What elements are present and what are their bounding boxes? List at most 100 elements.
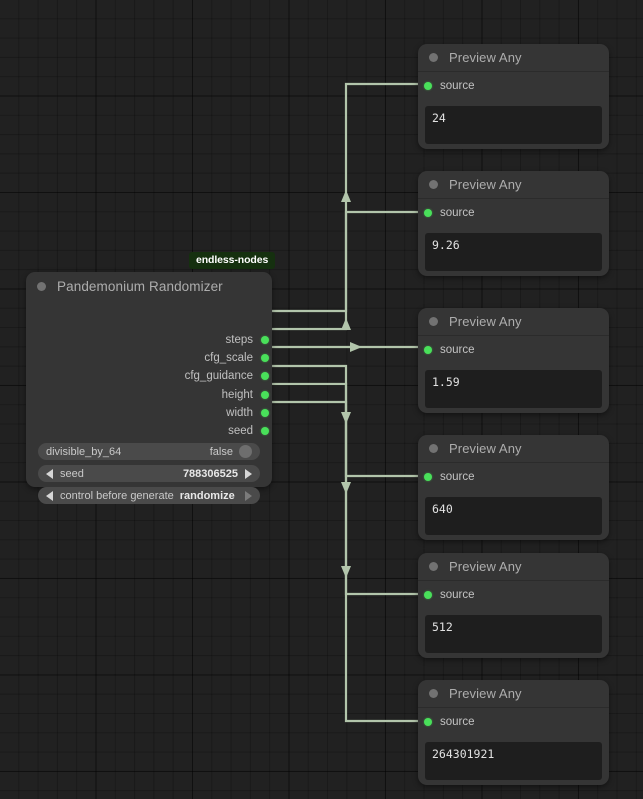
- wire-arrow-height: [341, 412, 351, 424]
- widget-value[interactable]: 788306525: [182, 467, 238, 480]
- node-title-bar[interactable]: Pandemonium Randomizer: [26, 272, 272, 301]
- input-port-icon[interactable]: [424, 209, 432, 217]
- collapse-dot-icon[interactable]: [429, 317, 438, 326]
- output-slot-height[interactable]: height: [222, 386, 272, 404]
- preview-node-6[interactable]: Preview Any source 264301921: [418, 680, 609, 785]
- increment-arrow-icon[interactable]: [245, 468, 252, 479]
- input-slot-source[interactable]: source: [418, 202, 609, 224]
- output-slot-label: cfg_guidance: [184, 370, 253, 382]
- output-slot-label: steps: [225, 334, 254, 346]
- preview-node-2[interactable]: Preview Any source 9.26: [418, 171, 609, 276]
- preview-node-5[interactable]: Preview Any source 512: [418, 553, 609, 658]
- node-body: source 24: [418, 75, 609, 144]
- node-title-text: Preview Any: [449, 50, 522, 65]
- preview-node-4[interactable]: Preview Any source 640: [418, 435, 609, 540]
- node-body: source 640: [418, 466, 609, 535]
- output-slot-label: width: [226, 407, 253, 419]
- wire-steps: [266, 82, 423, 313]
- input-slot-source[interactable]: source: [418, 466, 609, 488]
- node-body: source 512: [418, 584, 609, 653]
- output-slot-label: cfg_scale: [204, 352, 253, 364]
- output-port-icon[interactable]: [261, 427, 269, 435]
- toggle-knob-icon[interactable]: [239, 445, 252, 458]
- output-port-icon[interactable]: [261, 354, 269, 362]
- node-title-text: Preview Any: [449, 177, 522, 192]
- output-slot-cfg-scale[interactable]: cfg_scale: [204, 349, 272, 367]
- wire-height: [266, 364, 423, 478]
- preview-node-1[interactable]: Preview Any source 24: [418, 44, 609, 149]
- output-port-icon[interactable]: [261, 336, 269, 344]
- node-title-text: Preview Any: [449, 314, 522, 329]
- wire-cfg-scale: [266, 210, 423, 331]
- input-slot-label: source: [440, 207, 475, 219]
- collapse-dot-icon[interactable]: [429, 180, 438, 189]
- previous-option-arrow-icon[interactable]: [46, 490, 53, 501]
- preview-value-box: 24: [425, 106, 602, 144]
- node-title-bar[interactable]: Preview Any: [418, 553, 609, 581]
- wire-width: [266, 382, 423, 596]
- output-slot-cfg-guidance[interactable]: cfg_guidance: [185, 367, 272, 385]
- decrement-arrow-icon[interactable]: [46, 468, 53, 479]
- collapse-dot-icon[interactable]: [429, 689, 438, 698]
- node-title-bar[interactable]: Preview Any: [418, 44, 609, 72]
- wire-arrow-cfg-guidance: [350, 342, 362, 352]
- node-title-text: Pandemonium Randomizer: [57, 279, 223, 294]
- preview-value-box: 1.59: [425, 370, 602, 408]
- preview-value-box: 264301921: [425, 742, 602, 780]
- collapse-dot-icon[interactable]: [429, 444, 438, 453]
- preview-value-box: 9.26: [425, 233, 602, 271]
- input-port-icon[interactable]: [424, 82, 432, 90]
- widget-seed[interactable]: seed 788306525: [38, 465, 260, 482]
- collapse-dot-icon[interactable]: [37, 282, 46, 291]
- input-slot-source[interactable]: source: [418, 75, 609, 97]
- node-body: source 9.26: [418, 202, 609, 271]
- node-pack-badge: endless-nodes: [189, 252, 276, 269]
- input-port-icon[interactable]: [424, 591, 432, 599]
- input-port-icon[interactable]: [424, 346, 432, 354]
- input-slot-label: source: [440, 589, 475, 601]
- wire-arrow-steps: [341, 190, 351, 202]
- output-port-icon[interactable]: [261, 391, 269, 399]
- widget-label: control before generate: [60, 489, 174, 502]
- input-slot-source[interactable]: source: [418, 584, 609, 606]
- widget-control-before-generate[interactable]: control before generate randomize: [38, 487, 260, 504]
- input-slot-source[interactable]: source: [418, 711, 609, 733]
- input-port-icon[interactable]: [424, 718, 432, 726]
- input-port-icon[interactable]: [424, 473, 432, 481]
- output-slot-width[interactable]: width: [226, 404, 272, 422]
- input-slot-label: source: [440, 716, 475, 728]
- node-body: source 1.59: [418, 339, 609, 408]
- input-slot-label: source: [440, 344, 475, 356]
- preview-value-box: 512: [425, 615, 602, 653]
- output-slot-label: seed: [228, 425, 253, 437]
- collapse-dot-icon[interactable]: [429, 53, 438, 62]
- widget-value: false: [209, 445, 233, 458]
- input-slot-label: source: [440, 471, 475, 483]
- node-title-text: Preview Any: [449, 559, 522, 574]
- wire-arrow-cfg-scale: [341, 318, 351, 330]
- widget-label: seed: [60, 467, 84, 480]
- widget-value[interactable]: randomize: [179, 489, 235, 502]
- input-slot-label: source: [440, 80, 475, 92]
- output-slot-seed[interactable]: seed: [228, 422, 272, 440]
- node-title-bar[interactable]: Preview Any: [418, 308, 609, 336]
- widget-label: divisible_by_64: [46, 445, 122, 458]
- widget-divisible-by-64[interactable]: divisible_by_64 false: [38, 443, 260, 460]
- collapse-dot-icon[interactable]: [429, 562, 438, 571]
- node-title-bar[interactable]: Preview Any: [418, 171, 609, 199]
- input-slot-source[interactable]: source: [418, 339, 609, 361]
- node-title-bar[interactable]: Preview Any: [418, 680, 609, 708]
- next-option-arrow-icon[interactable]: [245, 490, 252, 501]
- preview-value-box: 640: [425, 497, 602, 535]
- output-slot-steps[interactable]: steps: [226, 331, 273, 349]
- node-title-bar[interactable]: Preview Any: [418, 435, 609, 463]
- wire-arrow-seed: [341, 566, 351, 578]
- output-port-icon[interactable]: [261, 409, 269, 417]
- output-slot-label: height: [221, 389, 253, 401]
- node-title-text: Preview Any: [449, 441, 522, 456]
- pandemonium-randomizer-node[interactable]: Pandemonium Randomizer steps cfg_scale c…: [26, 272, 273, 504]
- wire-arrow-width: [341, 482, 351, 494]
- output-port-icon[interactable]: [261, 372, 269, 380]
- preview-node-3[interactable]: Preview Any source 1.59: [418, 308, 609, 413]
